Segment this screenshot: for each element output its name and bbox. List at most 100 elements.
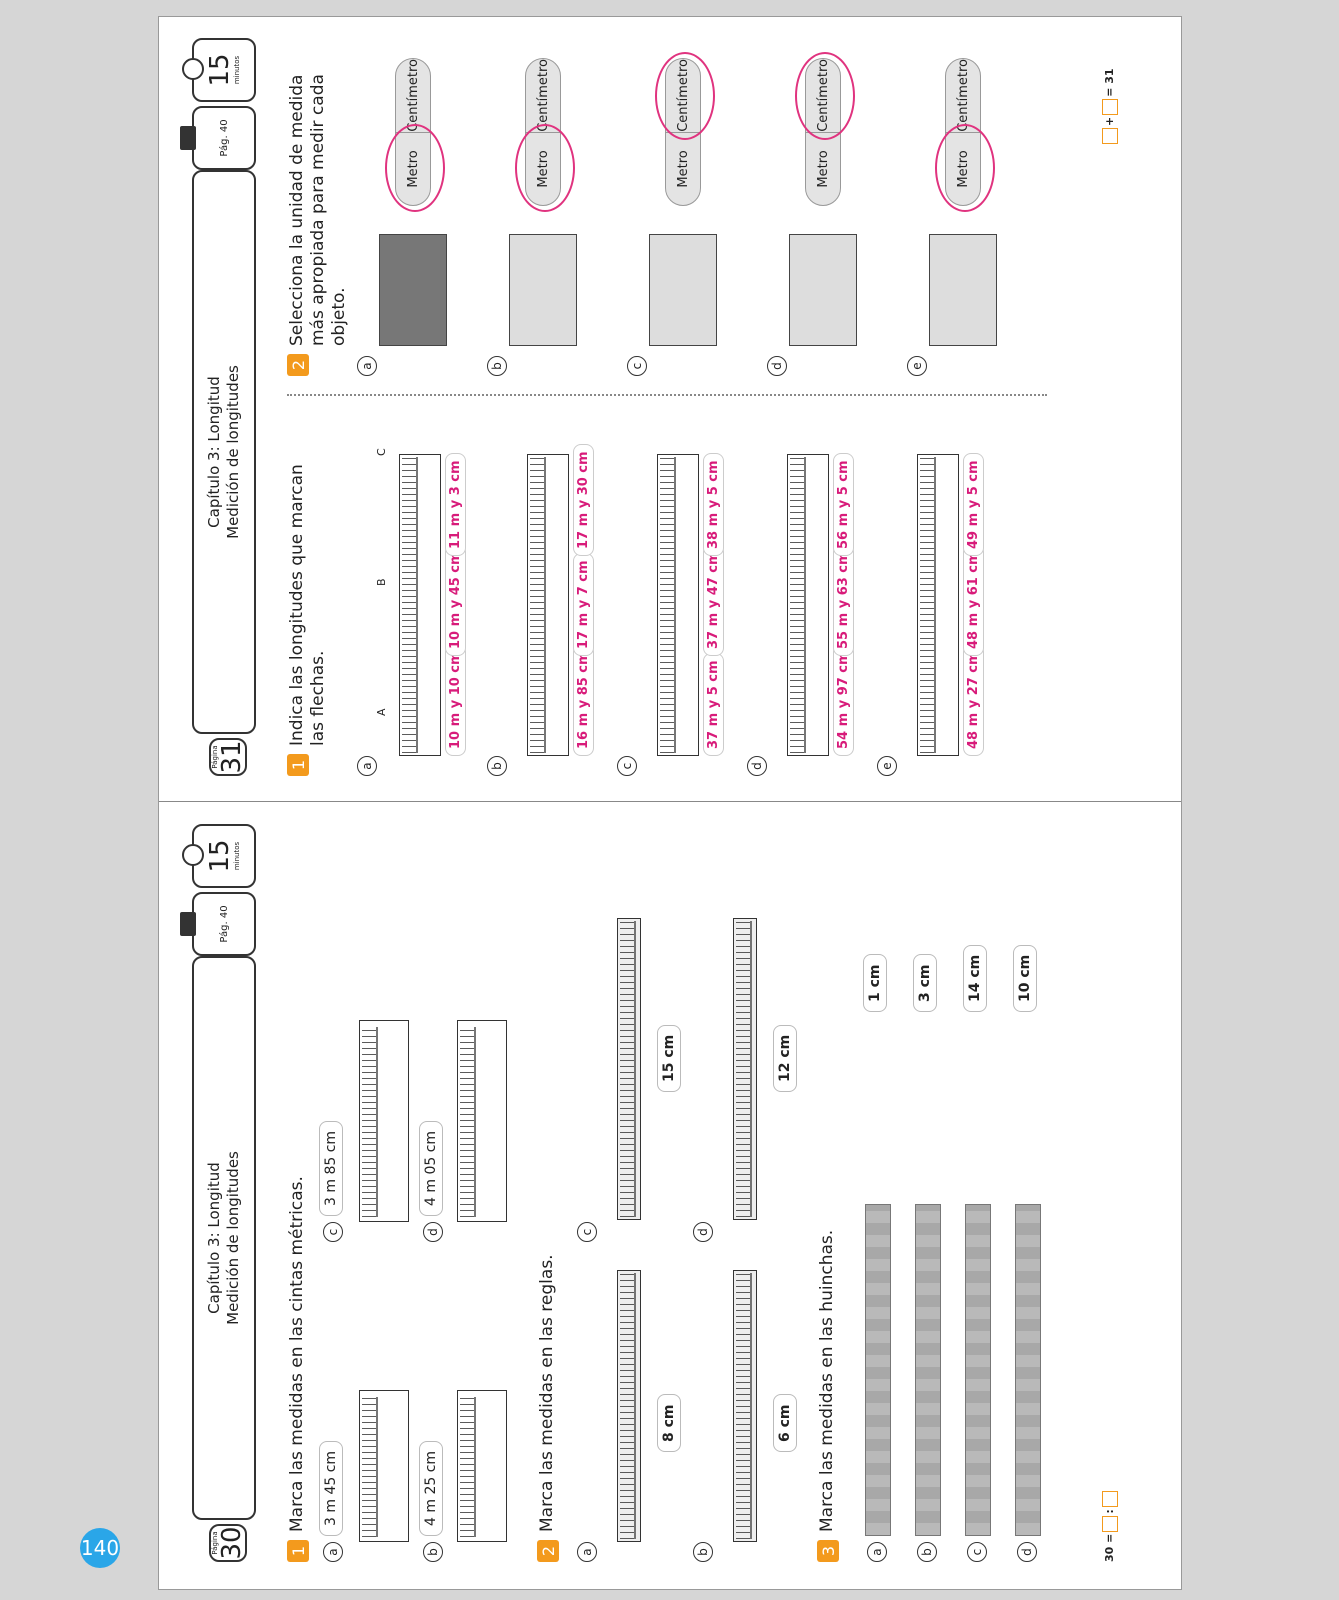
whiteboard-image	[379, 234, 447, 346]
tape-measure	[787, 454, 829, 756]
footer-equals: = 31	[1103, 68, 1116, 97]
question-text: Marca las medidas en las cintas métricas…	[287, 1176, 307, 1532]
alarm-clock-icon	[182, 844, 204, 866]
measure-pill: 10 cm	[1013, 944, 1037, 1012]
tape-measure[interactable]	[359, 1020, 409, 1222]
building-image	[929, 234, 997, 346]
option-metro[interactable]: Metro	[815, 150, 831, 188]
time-box: 15 minutos	[182, 824, 256, 888]
selection-circle	[515, 124, 575, 212]
measure-pill: 1 cm	[863, 954, 887, 1012]
classroom-image	[509, 234, 577, 346]
tape-measure[interactable]	[457, 1020, 507, 1222]
answer-pill: 55 m y 63 cm	[833, 544, 854, 656]
ruler[interactable]	[733, 1270, 757, 1542]
question-text: Marca las medidas en las reglas.	[537, 1254, 557, 1532]
tape-measure	[527, 454, 569, 756]
item-label: b	[423, 1542, 443, 1562]
left-page: Página 30 Capítulo 3: Longitud Medición …	[127, 804, 1147, 1572]
right-page: Página 31 Capítulo 3: Longitud Medición …	[127, 18, 1147, 786]
time-value: 15	[205, 53, 235, 87]
measure-pill: 4 m 05 cm	[419, 1120, 443, 1216]
measuring-tape-strip[interactable]	[965, 1204, 991, 1536]
answer-pill: 48 m y 27 cm	[963, 644, 984, 756]
tape-measure	[917, 454, 959, 756]
textbook-icon	[180, 912, 196, 936]
question-number: 1	[287, 1540, 309, 1562]
question-number: 3	[817, 1540, 839, 1562]
question-number: 2	[537, 1540, 559, 1562]
item-label: a	[577, 1542, 597, 1562]
selection-circle	[385, 124, 445, 212]
arrow-label: A	[375, 708, 388, 716]
option-centimetro[interactable]: Centímetro	[946, 59, 980, 133]
measure-pill: 3 cm	[913, 954, 937, 1012]
item-label: e	[877, 756, 897, 776]
item-label: d	[423, 1222, 443, 1242]
item-label: e	[907, 356, 927, 376]
arrow-label: B	[375, 578, 388, 586]
tape-measure	[399, 454, 441, 756]
item-label: c	[323, 1222, 343, 1242]
item-label: d	[1017, 1542, 1037, 1562]
chapter-title: Capítulo 3: Longitud	[205, 376, 223, 528]
tape-measure	[657, 454, 699, 756]
answer-square[interactable]	[1102, 1491, 1118, 1508]
answer-square[interactable]	[1102, 98, 1118, 115]
answer-pill: 49 m y 5 cm	[963, 453, 984, 556]
item-label: c	[577, 1222, 597, 1242]
measure-pill: 8 cm	[657, 1394, 681, 1452]
item-label: a	[357, 356, 377, 376]
tape-measure[interactable]	[457, 1390, 507, 1542]
page-number: 30	[217, 1526, 247, 1560]
tape-measure[interactable]	[359, 1390, 409, 1542]
time-box: 15 minutos	[182, 38, 256, 102]
item-label: c	[967, 1542, 987, 1562]
answer-square[interactable]	[1102, 1515, 1118, 1532]
measuring-tape-strip[interactable]	[865, 1204, 891, 1536]
answer-pill: 16 m y 85 cm	[573, 644, 594, 756]
measure-pill: 3 m 45 cm	[319, 1440, 343, 1536]
ruler[interactable]	[733, 918, 757, 1220]
ruler[interactable]	[617, 918, 641, 1220]
page-number: 31	[217, 740, 247, 774]
option-centimetro[interactable]: Centímetro	[526, 59, 560, 133]
measure-pill: 3 m 85 cm	[319, 1120, 343, 1216]
page-divider	[159, 801, 1181, 802]
time-unit: minutos	[233, 841, 241, 871]
question-text: Indica las longitudes que marcan las fle…	[287, 464, 328, 746]
answer-square[interactable]	[1102, 128, 1118, 144]
arrow-label: C	[375, 448, 388, 456]
answer-pill: 10 m y 10 cm	[445, 644, 466, 756]
measure-pill: 6 cm	[773, 1394, 797, 1452]
measuring-tape-strip[interactable]	[1015, 1204, 1041, 1536]
answer-pill: 17 m y 30 cm	[573, 444, 594, 556]
answer-pill: 56 m y 5 cm	[833, 453, 854, 556]
selection-circle	[655, 52, 715, 140]
footer-plus: +	[1103, 116, 1116, 126]
shelf-image	[789, 234, 857, 346]
option-metro[interactable]: Metro	[675, 150, 691, 188]
answer-pill: 48 m y 61 cm	[963, 544, 984, 656]
selection-circle	[935, 124, 995, 212]
answer-pill: 11 m y 3 cm	[445, 453, 466, 556]
measure-pill: 15 cm	[657, 1024, 681, 1092]
lesson-title: Medición de longitudes	[224, 1151, 242, 1325]
chapter-title: Capítulo 3: Longitud	[205, 1162, 223, 1314]
measure-pill: 12 cm	[773, 1024, 797, 1092]
measure-pill: 14 cm	[963, 944, 987, 1012]
chapter-title-box: Capítulo 3: Longitud Medición de longitu…	[192, 956, 256, 1520]
question-number: 1	[287, 754, 309, 776]
time-value: 15	[205, 839, 235, 873]
selection-circle	[795, 52, 855, 140]
answer-pill: 38 m y 5 cm	[703, 453, 724, 556]
question-text: Marca las medidas en las huinchas.	[817, 1229, 837, 1532]
ruler[interactable]	[617, 1270, 641, 1542]
item-label: c	[617, 756, 637, 776]
question-number: 2	[287, 354, 309, 376]
item-label: d	[747, 756, 767, 776]
item-label: d	[767, 356, 787, 376]
textbook-ref: Pág. 40	[218, 119, 230, 157]
measuring-tape-strip[interactable]	[915, 1204, 941, 1536]
option-centimetro[interactable]: Centímetro	[396, 59, 430, 133]
